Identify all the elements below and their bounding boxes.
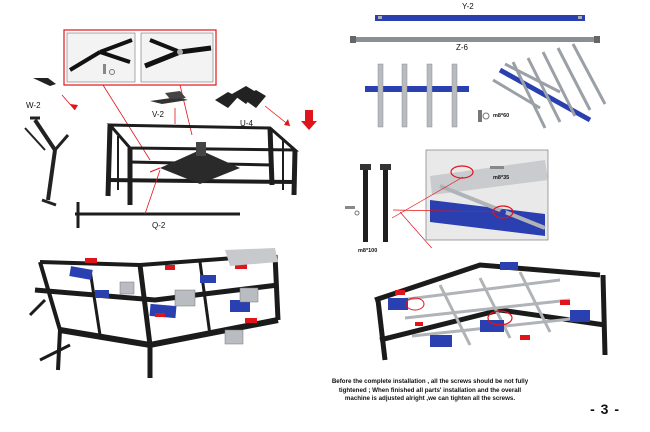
label-z6: Z-6 — [456, 43, 468, 52]
label-w2: W-2 — [26, 101, 41, 110]
inset-bolt — [103, 64, 106, 74]
frame-jack — [160, 150, 240, 184]
zoom-callout-box — [63, 29, 217, 86]
label-u4: U-4 — [240, 119, 253, 128]
inset-left-tube — [68, 50, 102, 72]
installation-note: Before the complete installation , all t… — [310, 378, 550, 404]
label-m8x100: m8*100 — [358, 248, 378, 254]
blue-bar-with-rods — [365, 86, 469, 92]
m8x35-bolt — [490, 166, 504, 169]
label-v2: V-2 — [152, 110, 165, 119]
page-number: - 3 - — [590, 401, 620, 417]
m8x60-bolt — [478, 110, 482, 122]
angled-rods-assembly — [492, 43, 607, 129]
v2-part — [150, 97, 188, 104]
bottom-right-photo — [368, 248, 608, 363]
u4-part — [215, 92, 238, 108]
note-line-1: Before the complete installation , all t… — [331, 378, 529, 385]
m8x100-bolt-1 — [363, 168, 368, 242]
z6-rod — [355, 37, 595, 42]
label-m8x35: m8*35 — [493, 175, 510, 181]
note-line-3: machine is adjusted alright ,we can tigh… — [344, 395, 516, 403]
y2-bar — [375, 15, 585, 21]
label-q2: Q-2 — [152, 221, 166, 230]
highlight-circle — [487, 310, 513, 326]
inset-right-tube — [144, 49, 181, 69]
m8x100-bolt-2 — [383, 168, 388, 242]
note-line-2: tightened ; When finished all parts' ins… — [338, 386, 522, 394]
label-m8x60: m8*60 — [493, 113, 510, 119]
w2-bracket — [33, 78, 56, 86]
label-y2: Y-2 — [462, 2, 474, 11]
